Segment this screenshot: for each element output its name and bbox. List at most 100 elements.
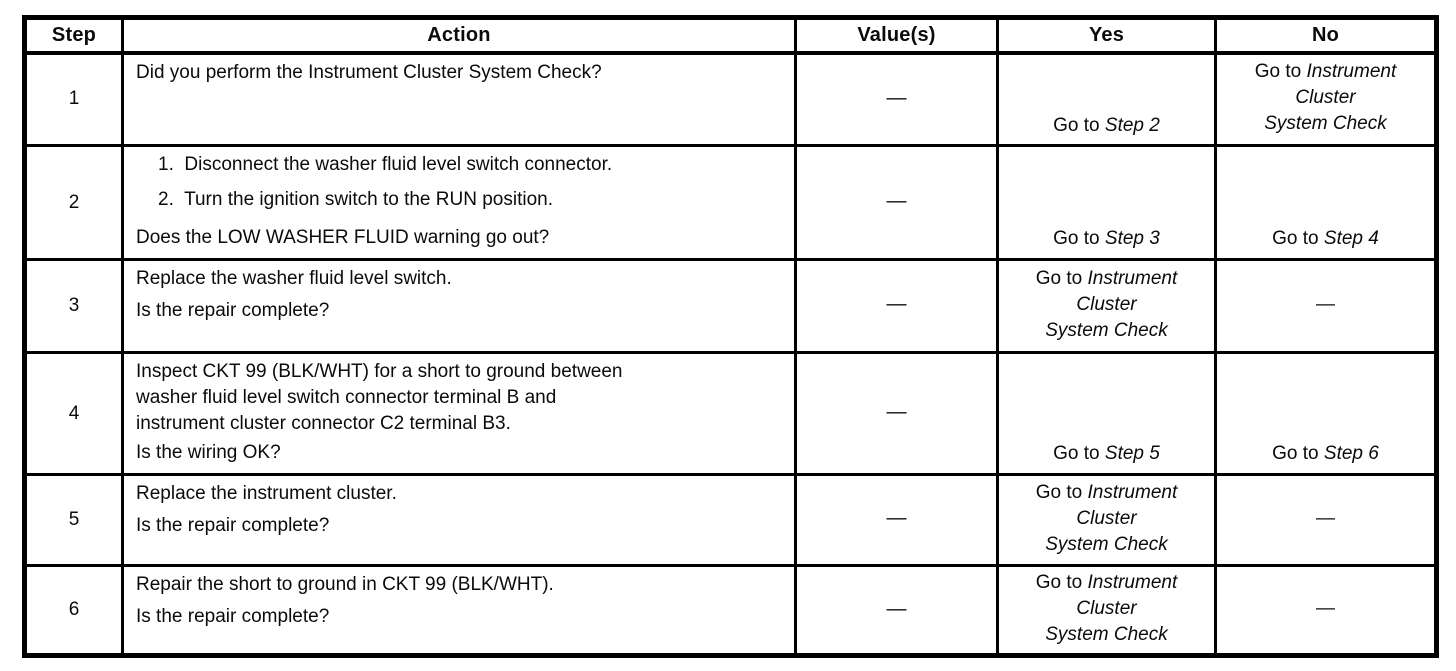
yes-text-line: System Check	[1045, 622, 1167, 648]
no-text-italic: Step 4	[1323, 228, 1379, 249]
yes-text-italic: System Check	[1045, 624, 1168, 645]
yes-text-plain: Go to	[1053, 228, 1105, 249]
yes-text-italic: System Check	[1045, 319, 1168, 341]
action-cell: Did you perform the Instrument Cluster S…	[121, 51, 797, 147]
table-body: 1 Did you perform the Instrument Cluster …	[23, 51, 1438, 657]
step-cell: 1	[23, 51, 124, 147]
no-text-italic: Cluster	[1295, 87, 1356, 108]
list-number: 1.	[158, 154, 174, 175]
list-number: 2.	[158, 189, 174, 210]
yes-text-line: Go to Instrument	[1036, 266, 1178, 292]
no-text-plain: Go to	[1254, 61, 1307, 82]
no-text-italic: Step 6	[1323, 443, 1379, 464]
no-text-plain: —	[1316, 598, 1335, 619]
no-text-line: Cluster	[1295, 85, 1355, 111]
step-cell: 5	[23, 473, 124, 567]
yes-text-italic: Cluster	[1076, 507, 1137, 529]
yes-text-line: Go to Instrument	[1036, 480, 1178, 506]
action-cell: Replace the instrument cluster. Is the re…	[121, 473, 797, 567]
yes-text-plain: Go to	[1035, 267, 1088, 289]
yes-text-line: Cluster	[1076, 292, 1136, 318]
value-cell: —	[794, 51, 999, 147]
yes-text-italic: Instrument	[1087, 267, 1178, 289]
action-question: Does the LOW WASHER FLUID warning go out…	[136, 227, 550, 248]
action-cell: 1. Disconnect the washer fluid level swi…	[121, 144, 797, 261]
yes-text-line: Go to Step 5	[1053, 441, 1160, 467]
header-step: Step	[23, 16, 124, 55]
value-dash: —	[886, 597, 907, 620]
yes-text-plain: Go to	[1035, 572, 1088, 593]
table-row: 5 Replace the instrument cluster. Is the r…	[23, 473, 1438, 567]
value-cell: —	[794, 258, 999, 354]
step-cell: 3	[23, 258, 124, 354]
yes-text-line: System Check	[1045, 318, 1167, 344]
action-text-line: Replace the instrument cluster.	[136, 483, 397, 504]
yes-text-line: Cluster	[1076, 506, 1136, 532]
action-cell: Repair the short to ground in CKT 99 (BL…	[121, 564, 797, 657]
no-text-line: —	[1316, 506, 1335, 532]
action-question: Is the repair complete?	[136, 515, 330, 536]
header-values: Value(s)	[794, 16, 999, 55]
header-no: No	[1214, 16, 1438, 55]
step-number: 3	[68, 295, 80, 316]
no-cell: Go to Step 4	[1214, 144, 1438, 261]
yes-text-italic: Step 5	[1104, 443, 1160, 464]
action-text: Disconnect the washer fluid level switch…	[184, 154, 613, 175]
yes-text-italic: Cluster	[1076, 598, 1137, 619]
no-cell: —	[1214, 564, 1438, 657]
action-text-line: Repair the short to ground in CKT 99 (BL…	[136, 574, 554, 595]
action-text: Turn the ignition switch to the RUN posi…	[184, 189, 553, 210]
value-cell: —	[794, 351, 999, 476]
action-question: Is the repair complete?	[136, 300, 330, 321]
no-cell: —	[1214, 258, 1438, 354]
value-dash: —	[886, 400, 907, 423]
step-number: 4	[68, 402, 80, 424]
no-text-line: Go to Instrument	[1255, 59, 1397, 85]
action-text-line: Inspect CKT 99 (BLK/WHT) for a short to …	[136, 361, 623, 382]
yes-text-line: System Check	[1045, 532, 1167, 558]
value-dash: —	[886, 86, 907, 109]
yes-text-italic: Step 2	[1104, 114, 1160, 136]
action-question: Is the wiring OK?	[136, 442, 281, 463]
no-text-plain: —	[1316, 507, 1335, 529]
yes-cell: Go to Step 2	[996, 51, 1217, 147]
yes-text-line: Cluster	[1076, 596, 1136, 622]
header-row: Step Action Value(s) Yes No	[23, 16, 1438, 55]
yes-text-italic: Step 3	[1104, 228, 1160, 249]
step-number: 5	[68, 509, 80, 530]
no-text-line: —	[1316, 596, 1335, 622]
no-text-line: System Check	[1264, 111, 1386, 137]
action-text-line: instrument cluster connector C2 terminal…	[136, 413, 511, 434]
table-row: 4 Inspect CKT 99 (BLK/WHT) for a short to…	[23, 351, 1438, 476]
action-text-line: Did you perform the Instrument Cluster S…	[136, 61, 602, 83]
action-question: Is the repair complete?	[136, 606, 330, 627]
yes-cell: Go to Step 5	[996, 351, 1217, 476]
no-text-plain: Go to	[1272, 228, 1324, 249]
action-text-line: washer fluid level switch connector term…	[136, 387, 557, 408]
step-cell: 2	[23, 144, 124, 261]
action-list-item: 2. Turn the ignition switch to the RUN p…	[136, 187, 784, 213]
value-cell: —	[794, 144, 999, 261]
value-dash: —	[886, 507, 907, 529]
no-text-line: Go to Step 4	[1272, 226, 1379, 252]
no-text-italic: System Check	[1264, 113, 1387, 134]
header-yes: Yes	[996, 16, 1217, 55]
step-number: 1	[68, 88, 80, 110]
yes-text-plain: Go to	[1035, 481, 1088, 503]
header-action: Action	[121, 16, 797, 55]
yes-text-italic: Instrument	[1087, 481, 1178, 503]
no-text-italic: Instrument	[1306, 61, 1397, 82]
yes-text-line: Go to Step 3	[1053, 226, 1160, 252]
action-cell: Inspect CKT 99 (BLK/WHT) for a short to …	[121, 351, 797, 476]
value-cell: —	[794, 473, 999, 567]
step-cell: 6	[23, 564, 124, 657]
yes-text-line: Go to Instrument	[1036, 570, 1178, 596]
table-row: 6 Repair the short to ground in CKT 99 (B…	[23, 564, 1438, 657]
table-row: 1 Did you perform the Instrument Cluster …	[23, 51, 1438, 147]
value-cell: —	[794, 564, 999, 657]
